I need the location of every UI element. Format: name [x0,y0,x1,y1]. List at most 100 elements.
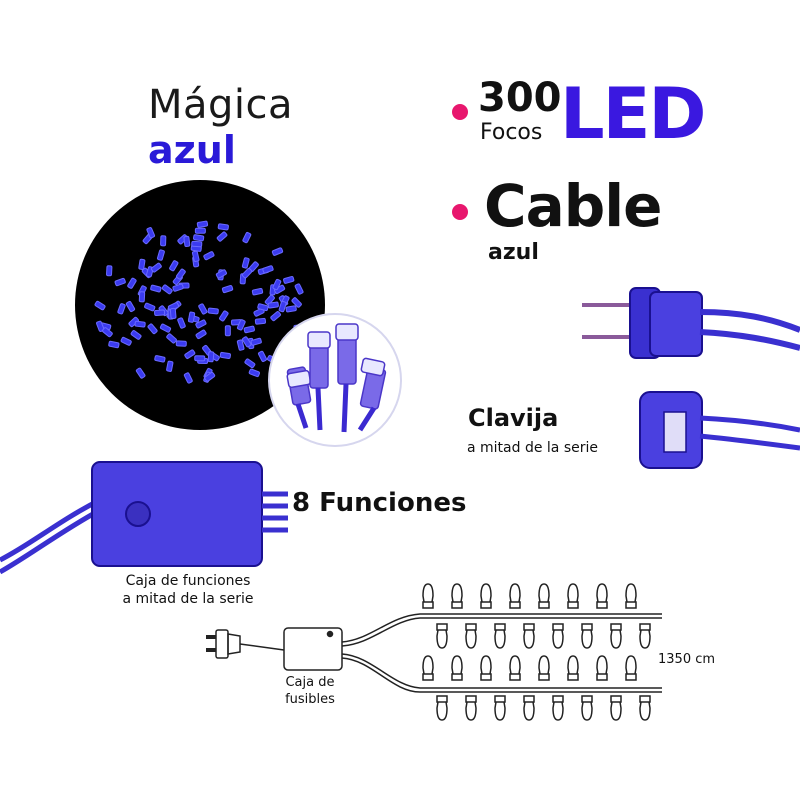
product-color: azul [148,128,236,172]
led-bulb [285,305,297,313]
bulb-icon [625,655,637,681]
led-bulb [219,351,231,359]
bulb-icon [538,583,550,609]
led-bulb [204,371,216,382]
led-bulb [177,317,186,329]
led-bulb [254,317,267,325]
led-bulb [195,319,207,329]
led-bulb [262,265,274,274]
led-bulb [236,339,245,351]
function-box-caption: Caja de funciones a mitad de la serie [100,572,276,608]
plug-icon [582,287,800,359]
fuse-box-icon [283,627,343,671]
led-bulb [215,269,227,279]
led-bulb [244,358,256,369]
led-bulb [191,240,203,248]
bulb-count: 300 [478,75,562,121]
led-bulb [217,223,229,231]
led-bulb [187,311,196,323]
fuse-box-caption: Caja de fusibles [270,674,350,708]
function-box-caption-line2: a mitad de la serie [122,591,254,607]
bulb-icon [625,583,637,609]
bulb-icon [451,583,463,609]
led-bulb [219,310,229,322]
product-name: Mágica [148,82,294,128]
led-bulb [195,329,207,340]
bulb-icon [596,583,608,609]
led-bulb [272,278,282,291]
led-bulb [198,303,208,315]
bulb-icon [596,655,608,681]
led-bulb [241,267,253,279]
led-bulb [221,285,234,294]
led-bulb [241,257,250,269]
led-bulb [243,325,255,334]
led-bulb [134,320,146,328]
led-bulb [169,307,177,320]
led-bulb [176,268,186,280]
bulb-closeup [268,313,402,447]
bulb-icon [639,623,651,649]
led-bulb [207,307,219,315]
led-bulb [248,368,260,378]
led-bulb [267,301,279,309]
led-bulb [257,350,267,362]
bulb-icon [422,655,434,681]
led-bulb [159,323,172,333]
bulb-icon [552,695,564,721]
led-bulb [183,235,191,248]
led-bulb [120,336,132,346]
led-bulb [270,311,281,322]
led-bulb [283,276,295,284]
function-box-caption-line1: Caja de funciones [125,573,251,589]
lights-photo [75,180,325,430]
led-bulb [172,283,184,292]
bulb-count-unit: Focos [480,120,543,145]
led-bulb [169,260,179,272]
bulb-icon [465,623,477,649]
led-bulb [156,249,165,261]
led-bulb [294,283,304,295]
led-bulb [203,251,215,261]
bulb-icon [465,695,477,721]
led-bulb [138,258,146,270]
led-bulb [108,340,120,349]
wiring-diagram [206,583,662,721]
led-bulb [193,234,205,242]
led-bulb [207,351,215,363]
bulb-icon [422,583,434,609]
led-bulb [175,340,187,347]
led-bulb [150,262,162,273]
led-bulb [135,367,146,379]
cable-color: azul [488,240,539,265]
led-bulb [127,277,137,289]
functions-label: 8 Funciones [292,488,467,518]
led-bulb [150,284,162,293]
bulb-icon [451,655,463,681]
led-bulb [278,300,287,313]
clavija-label: Clavija [468,404,559,432]
led-bulb [138,291,146,303]
bulb-icon [494,695,506,721]
led-bulb [271,247,284,256]
bulb-icon [538,655,550,681]
led-bulb [264,294,275,306]
bulb-icon [581,695,593,721]
bulb-icon [639,695,651,721]
led-bulb [194,227,206,234]
led-bulb [144,302,156,312]
led-bulb [242,231,252,244]
bulb-icon [436,695,448,721]
bulb-icon [480,583,492,609]
led-bulb [117,303,126,315]
led-bulb [242,336,252,348]
bulb-icon [610,695,622,721]
led-bulb [291,297,302,308]
bulb-icon [552,623,564,649]
led-bulb [196,220,209,228]
bulb-icon [494,623,506,649]
bulb-icon [480,655,492,681]
led-bulb [184,349,196,359]
bulb-icon [436,623,448,649]
